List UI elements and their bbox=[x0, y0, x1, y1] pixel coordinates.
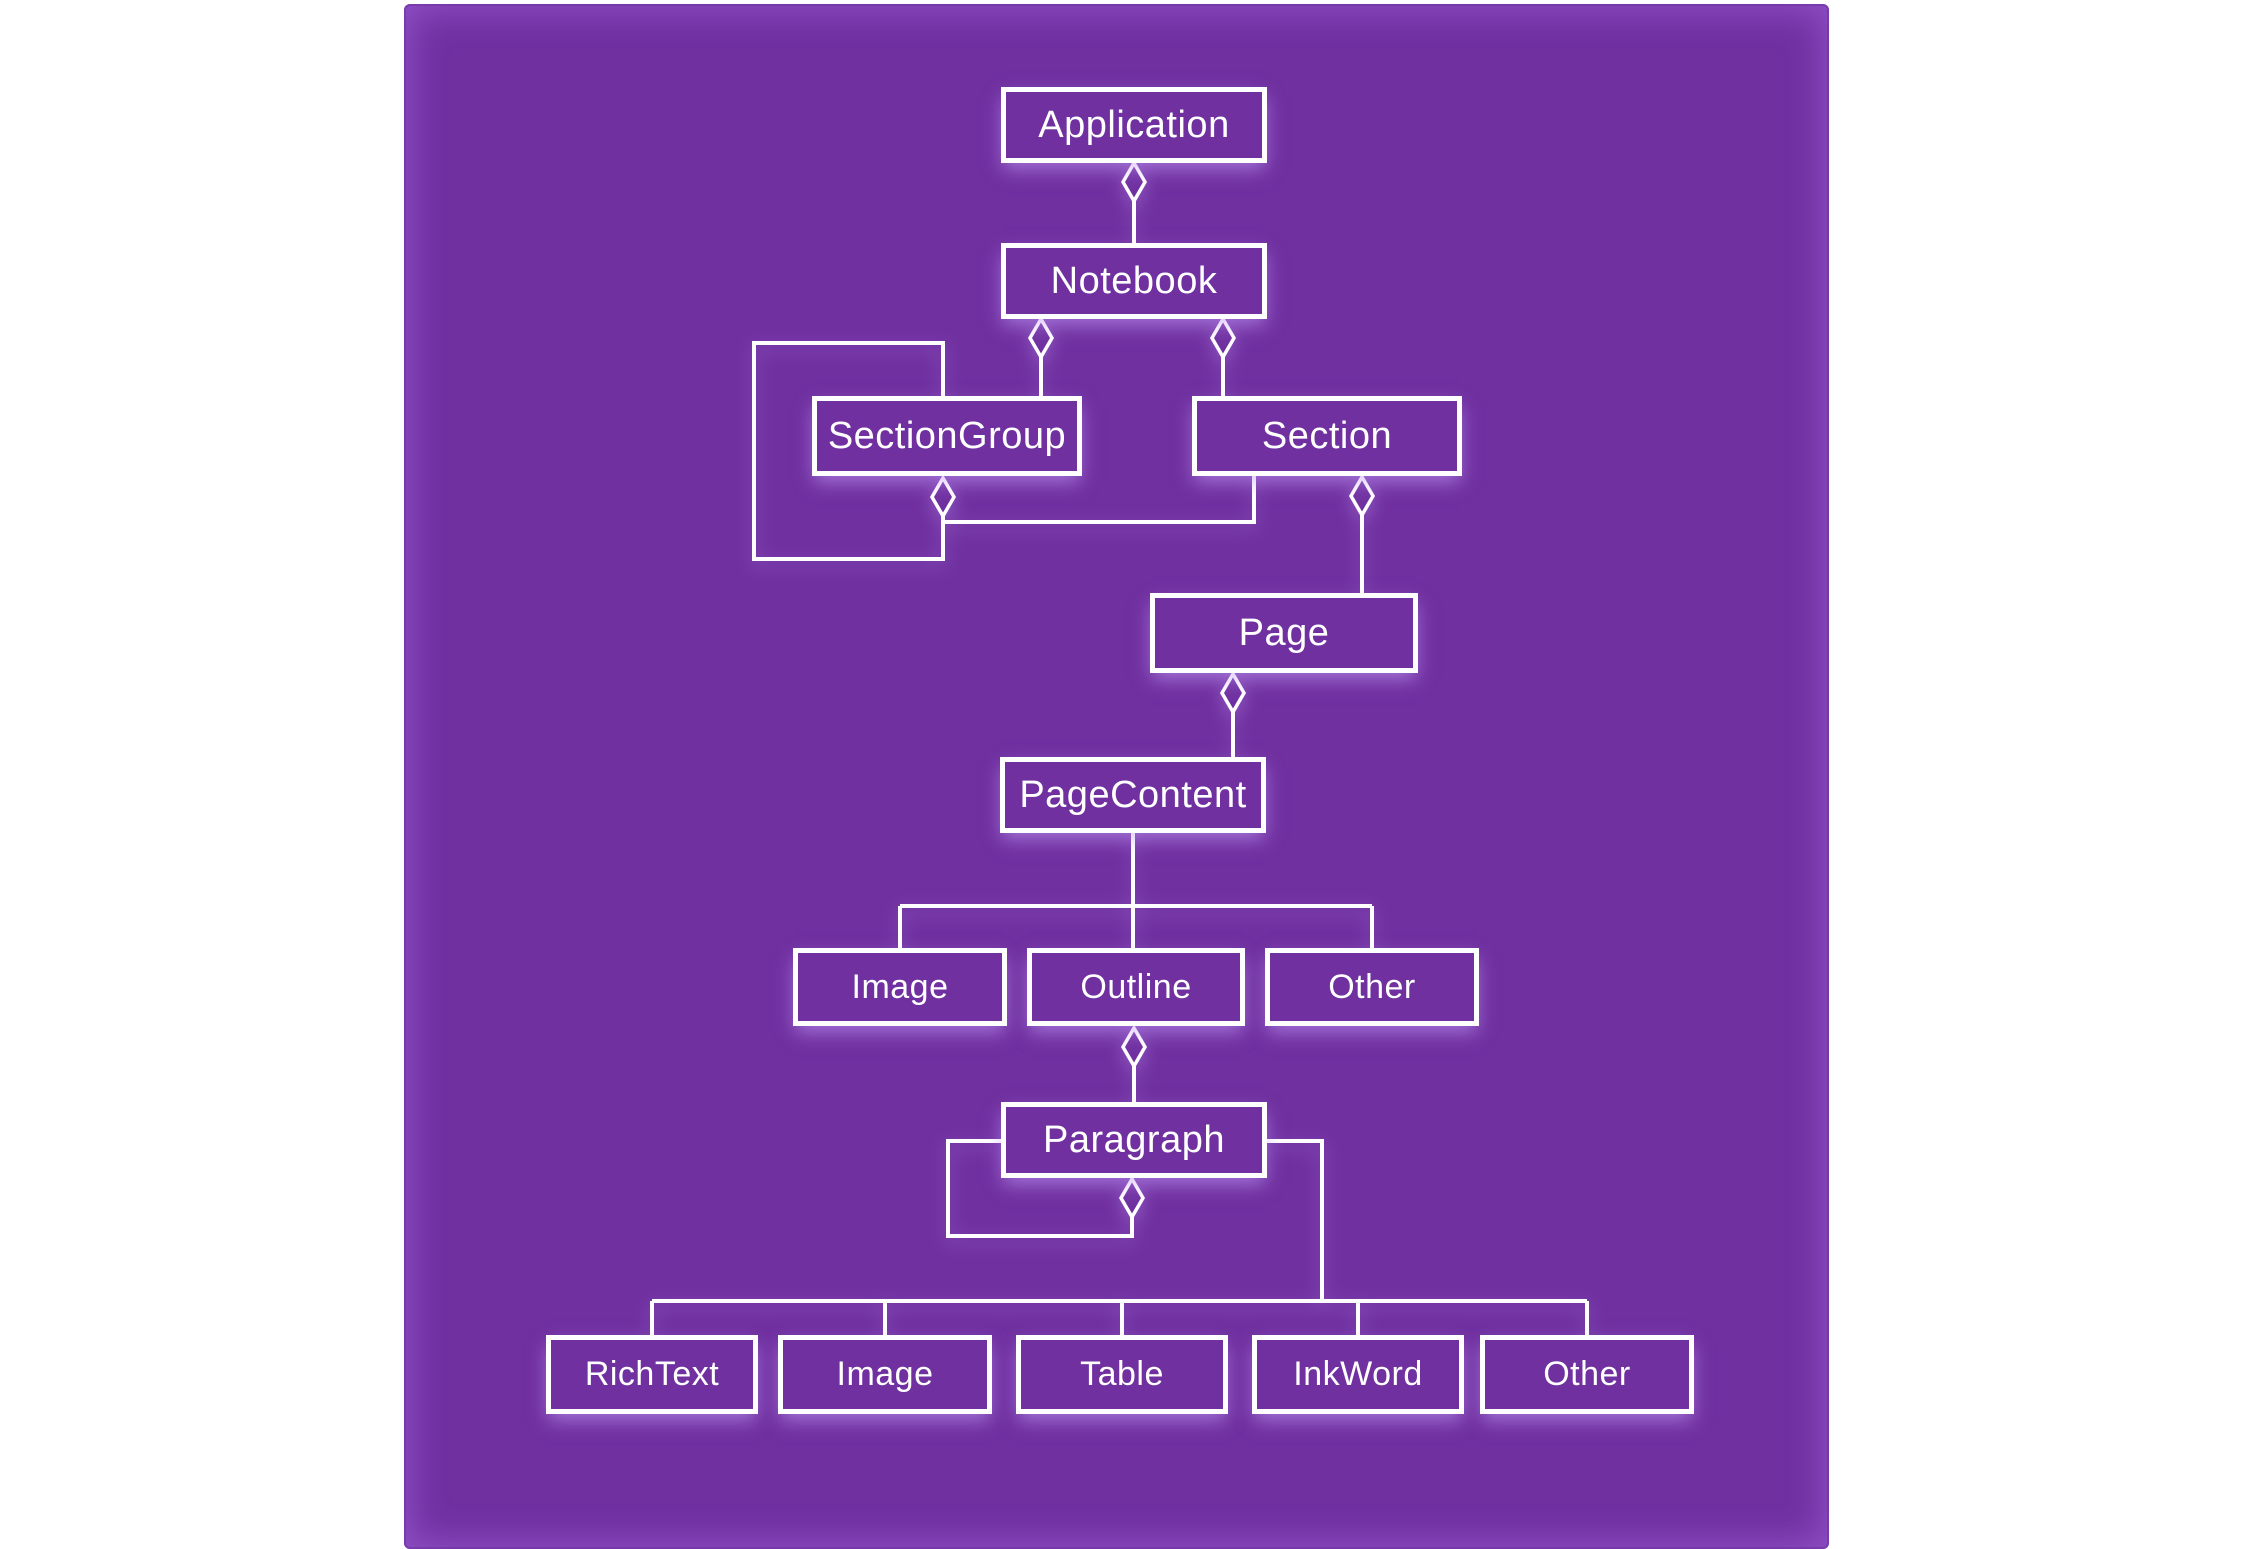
node-other-mid: Other bbox=[1265, 948, 1479, 1026]
node-page: Page bbox=[1150, 593, 1418, 673]
node-label: Application bbox=[1038, 103, 1230, 146]
node-richtext: RichText bbox=[546, 1335, 758, 1414]
node-inkword: InkWord bbox=[1252, 1335, 1464, 1414]
node-label: PageContent bbox=[1019, 773, 1247, 816]
node-label: SectionGroup bbox=[827, 414, 1067, 457]
aggregation-diamond bbox=[1118, 1175, 1146, 1221]
node-label: Section bbox=[1261, 414, 1393, 457]
edge-sectiongroup-self-loop bbox=[752, 341, 957, 561]
aggregation-diamond bbox=[1209, 315, 1237, 361]
node-label: Paragraph bbox=[1043, 1118, 1225, 1161]
edge-notebook-sectiongroup bbox=[1027, 315, 1055, 396]
edge-paragraph-children bbox=[650, 1139, 1589, 1335]
node-label: Outline bbox=[1080, 967, 1192, 1006]
node-paragraph: Paragraph bbox=[1001, 1102, 1267, 1178]
node-sectiongroup: SectionGroup bbox=[812, 396, 1082, 476]
connector-layer bbox=[650, 159, 1589, 1335]
node-label: Page bbox=[1238, 611, 1330, 654]
node-label: Other bbox=[1328, 967, 1416, 1006]
edge-sectiongroup-section bbox=[943, 476, 1256, 524]
node-label: InkWord bbox=[1293, 1355, 1423, 1393]
edge-outline-paragraph bbox=[1120, 1024, 1148, 1102]
node-pagecontent: PageContent bbox=[1000, 757, 1266, 833]
node-image-mid: Image bbox=[793, 948, 1007, 1026]
edge-application-notebook bbox=[1120, 159, 1148, 243]
node-other-bottom: Other bbox=[1480, 1335, 1694, 1414]
aggregation-diamond bbox=[1120, 159, 1148, 205]
node-label: Image bbox=[836, 1355, 934, 1393]
node-section: Section bbox=[1192, 396, 1462, 476]
edge-page-pagecontent bbox=[1219, 670, 1247, 757]
node-table: Table bbox=[1016, 1335, 1228, 1414]
node-image-bottom: Image bbox=[778, 1335, 992, 1414]
node-label: Image bbox=[851, 967, 949, 1006]
aggregation-diamond bbox=[1348, 473, 1376, 519]
diagram-canvas: Application Notebook SectionGroup Sectio… bbox=[404, 4, 1829, 1549]
node-application: Application bbox=[1001, 87, 1267, 163]
aggregation-diamond bbox=[1027, 315, 1055, 361]
edge-paragraph-self-loop bbox=[946, 1139, 1146, 1238]
node-label: Table bbox=[1080, 1355, 1164, 1393]
node-notebook: Notebook bbox=[1001, 243, 1267, 319]
aggregation-diamond bbox=[929, 474, 957, 520]
node-label: RichText bbox=[584, 1355, 720, 1393]
node-outline: Outline bbox=[1027, 948, 1245, 1026]
aggregation-diamond bbox=[1219, 670, 1247, 716]
node-label: Other bbox=[1543, 1355, 1631, 1393]
edge-notebook-section bbox=[1209, 315, 1237, 396]
node-label: Notebook bbox=[1050, 259, 1218, 302]
edge-section-page bbox=[1348, 473, 1376, 593]
edge-pagecontent-children bbox=[898, 833, 1374, 948]
aggregation-diamond bbox=[1120, 1024, 1148, 1070]
